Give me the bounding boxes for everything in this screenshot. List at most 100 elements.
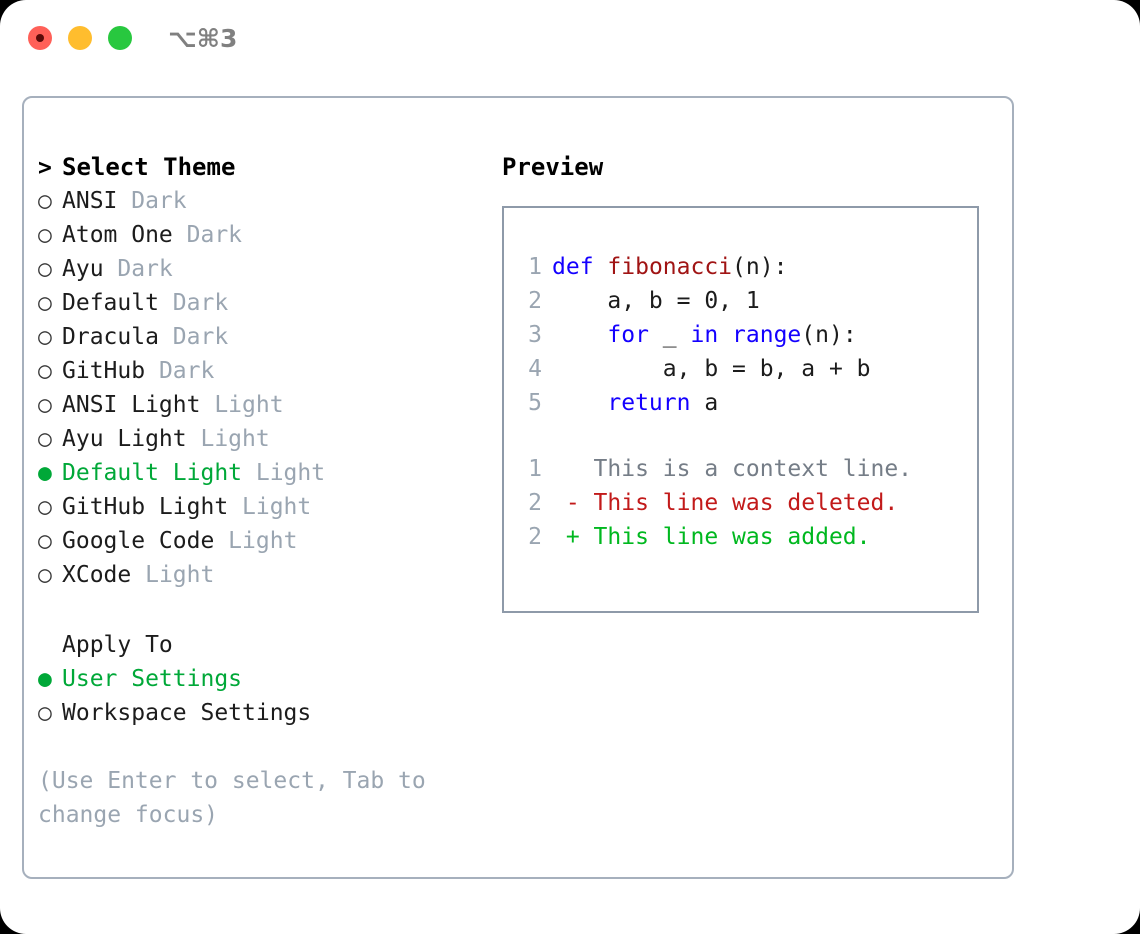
code-token: a, b = 0, 1 <box>552 288 760 314</box>
diff-line-text: + This line was added. <box>552 524 871 550</box>
prompt-caret-icon: > <box>38 155 52 181</box>
theme-variant-badge: Dark <box>158 324 229 350</box>
code-token: _ <box>648 322 691 348</box>
code-token: range <box>732 322 802 348</box>
theme-variant-badge: Dark <box>145 358 215 384</box>
code-line: 5 return a <box>520 386 912 420</box>
line-number: 4 <box>528 356 542 382</box>
theme-option-ansi-light[interactable]: ○ ANSI Light Light <box>38 388 478 422</box>
code-token: in <box>690 322 719 348</box>
theme-option-label: Default Light <box>62 460 243 486</box>
theme-variant-badge: Dark <box>158 290 229 316</box>
apply-to-option-label: Workspace Settings <box>62 700 312 726</box>
radio-selected-icon: ● <box>38 460 52 486</box>
radio-unselected-icon: ○ <box>38 700 52 726</box>
radio-unselected-icon: ○ <box>38 426 52 452</box>
theme-option-dracula[interactable]: ○ Dracula Dark <box>38 320 478 354</box>
radio-unselected-icon: ○ <box>38 188 52 214</box>
theme-selector-panel: >Select Theme ○ANSI Dark○Atom One Dark○A… <box>22 96 1014 879</box>
radio-unselected-icon: ○ <box>38 358 52 384</box>
theme-option-label: XCode <box>62 562 132 588</box>
theme-option-xcode[interactable]: ○XCode Light <box>38 558 478 592</box>
theme-list-column: >Select Theme ○ANSI Dark○Atom One Dark○A… <box>38 150 478 832</box>
maximize-button[interactable] <box>108 26 132 50</box>
apply-to-option-list: ● User Settings ○ Workspace Settings <box>38 662 478 730</box>
theme-option-ayu-light[interactable]: ○ Ayu Light Light <box>38 422 478 456</box>
code-line-text: return a <box>552 390 718 416</box>
theme-option-atom-one[interactable]: ○ Atom One Dark <box>38 218 478 252</box>
code-line-text: for _ in range(n): <box>552 322 857 348</box>
radio-selected-icon: ● <box>38 666 52 692</box>
theme-option-default-light[interactable]: ● Default Light Light <box>38 456 478 490</box>
theme-variant-badge: Light <box>228 494 312 520</box>
code-line-text: a, b = b, a + b <box>552 356 871 382</box>
apply-to-option-user-settings[interactable]: ● User Settings <box>38 662 478 696</box>
theme-option-label: Default <box>62 290 159 316</box>
theme-list-header-label: Select Theme <box>62 153 236 181</box>
line-number: 3 <box>528 322 542 348</box>
theme-variant-badge: Light <box>200 392 284 418</box>
theme-option-default[interactable]: ○Default Dark <box>38 286 478 320</box>
code-token <box>718 322 732 348</box>
radio-unselected-icon: ○ <box>38 392 52 418</box>
apply-to-label: Apply To <box>62 632 173 658</box>
theme-option-label: ANSI Light <box>62 392 201 418</box>
section-spacer <box>38 592 478 628</box>
code-line: 4 a, b = b, a + b <box>520 352 912 386</box>
theme-option-label: ANSI <box>62 188 118 214</box>
diff-line-text: - This line was deleted. <box>552 490 899 516</box>
theme-option-ayu[interactable]: ○Ayu Dark <box>38 252 478 286</box>
theme-option-label: Dracula <box>62 324 159 350</box>
code-line: 1 def fibonacci(n): <box>520 250 912 284</box>
code-token: fibonacci <box>607 254 733 280</box>
code-token: for <box>607 322 649 348</box>
theme-variant-badge: Light <box>242 460 326 486</box>
line-number: 5 <box>528 390 542 416</box>
theme-option-label: Google Code <box>62 528 215 554</box>
theme-variant-badge: Dark <box>172 222 243 248</box>
radio-unselected-icon: ○ <box>38 222 52 248</box>
theme-variant-badge: Light <box>186 426 270 452</box>
code-token: (n): <box>732 254 788 280</box>
code-diff-separator <box>520 420 912 452</box>
line-number: 1 <box>528 456 542 482</box>
diff-line: 2 + This line was added. <box>520 520 912 554</box>
theme-option-list: ○ANSI Dark○Atom One Dark○Ayu Dark○Defaul… <box>38 184 478 592</box>
radio-unselected-icon: ○ <box>38 528 52 554</box>
radio-unselected-icon: ○ <box>38 494 52 520</box>
theme-option-label: Atom One <box>62 222 173 248</box>
theme-list-header: > Select Theme <box>38 150 478 184</box>
code-token <box>552 322 607 348</box>
theme-option-label: GitHub Light <box>62 494 229 520</box>
theme-option-github-light[interactable]: ○ GitHub Light Light <box>38 490 478 524</box>
code-token: def <box>552 254 594 280</box>
theme-option-github[interactable]: ○ GitHub Dark <box>38 354 478 388</box>
code-token <box>552 390 607 416</box>
keyboard-hint-text: (Use Enter to select, Tab to change focu… <box>38 768 426 828</box>
code-line: 3 for _ in range(n): <box>520 318 912 352</box>
apply-to-option-workspace-settings[interactable]: ○ Workspace Settings <box>38 696 478 730</box>
minimize-button[interactable] <box>68 26 92 50</box>
preview-title: Preview <box>502 153 604 181</box>
theme-option-label: GitHub <box>62 358 146 384</box>
theme-option-google-code[interactable]: ○Google Code Light <box>38 524 478 558</box>
code-line-text: def fibonacci(n): <box>552 254 787 280</box>
line-number: 2 <box>528 524 542 550</box>
code-token: a, b = b, a + b <box>552 356 871 382</box>
code-line: 2 a, b = 0, 1 <box>520 284 912 318</box>
theme-variant-badge: Light <box>131 562 215 588</box>
apply-to-option-label: User Settings <box>62 666 243 692</box>
line-number: 1 <box>528 254 542 280</box>
code-token: return <box>607 390 691 416</box>
line-number: 2 <box>528 490 542 516</box>
line-number: 2 <box>528 288 542 314</box>
theme-variant-badge: Dark <box>117 188 187 214</box>
theme-option-ansi[interactable]: ○ ANSI Dark <box>38 184 478 218</box>
theme-option-label: Ayu Light <box>62 426 187 452</box>
radio-unselected-icon: ○ <box>38 324 52 350</box>
theme-variant-badge: Dark <box>103 256 173 282</box>
code-token: (n): <box>801 322 857 348</box>
